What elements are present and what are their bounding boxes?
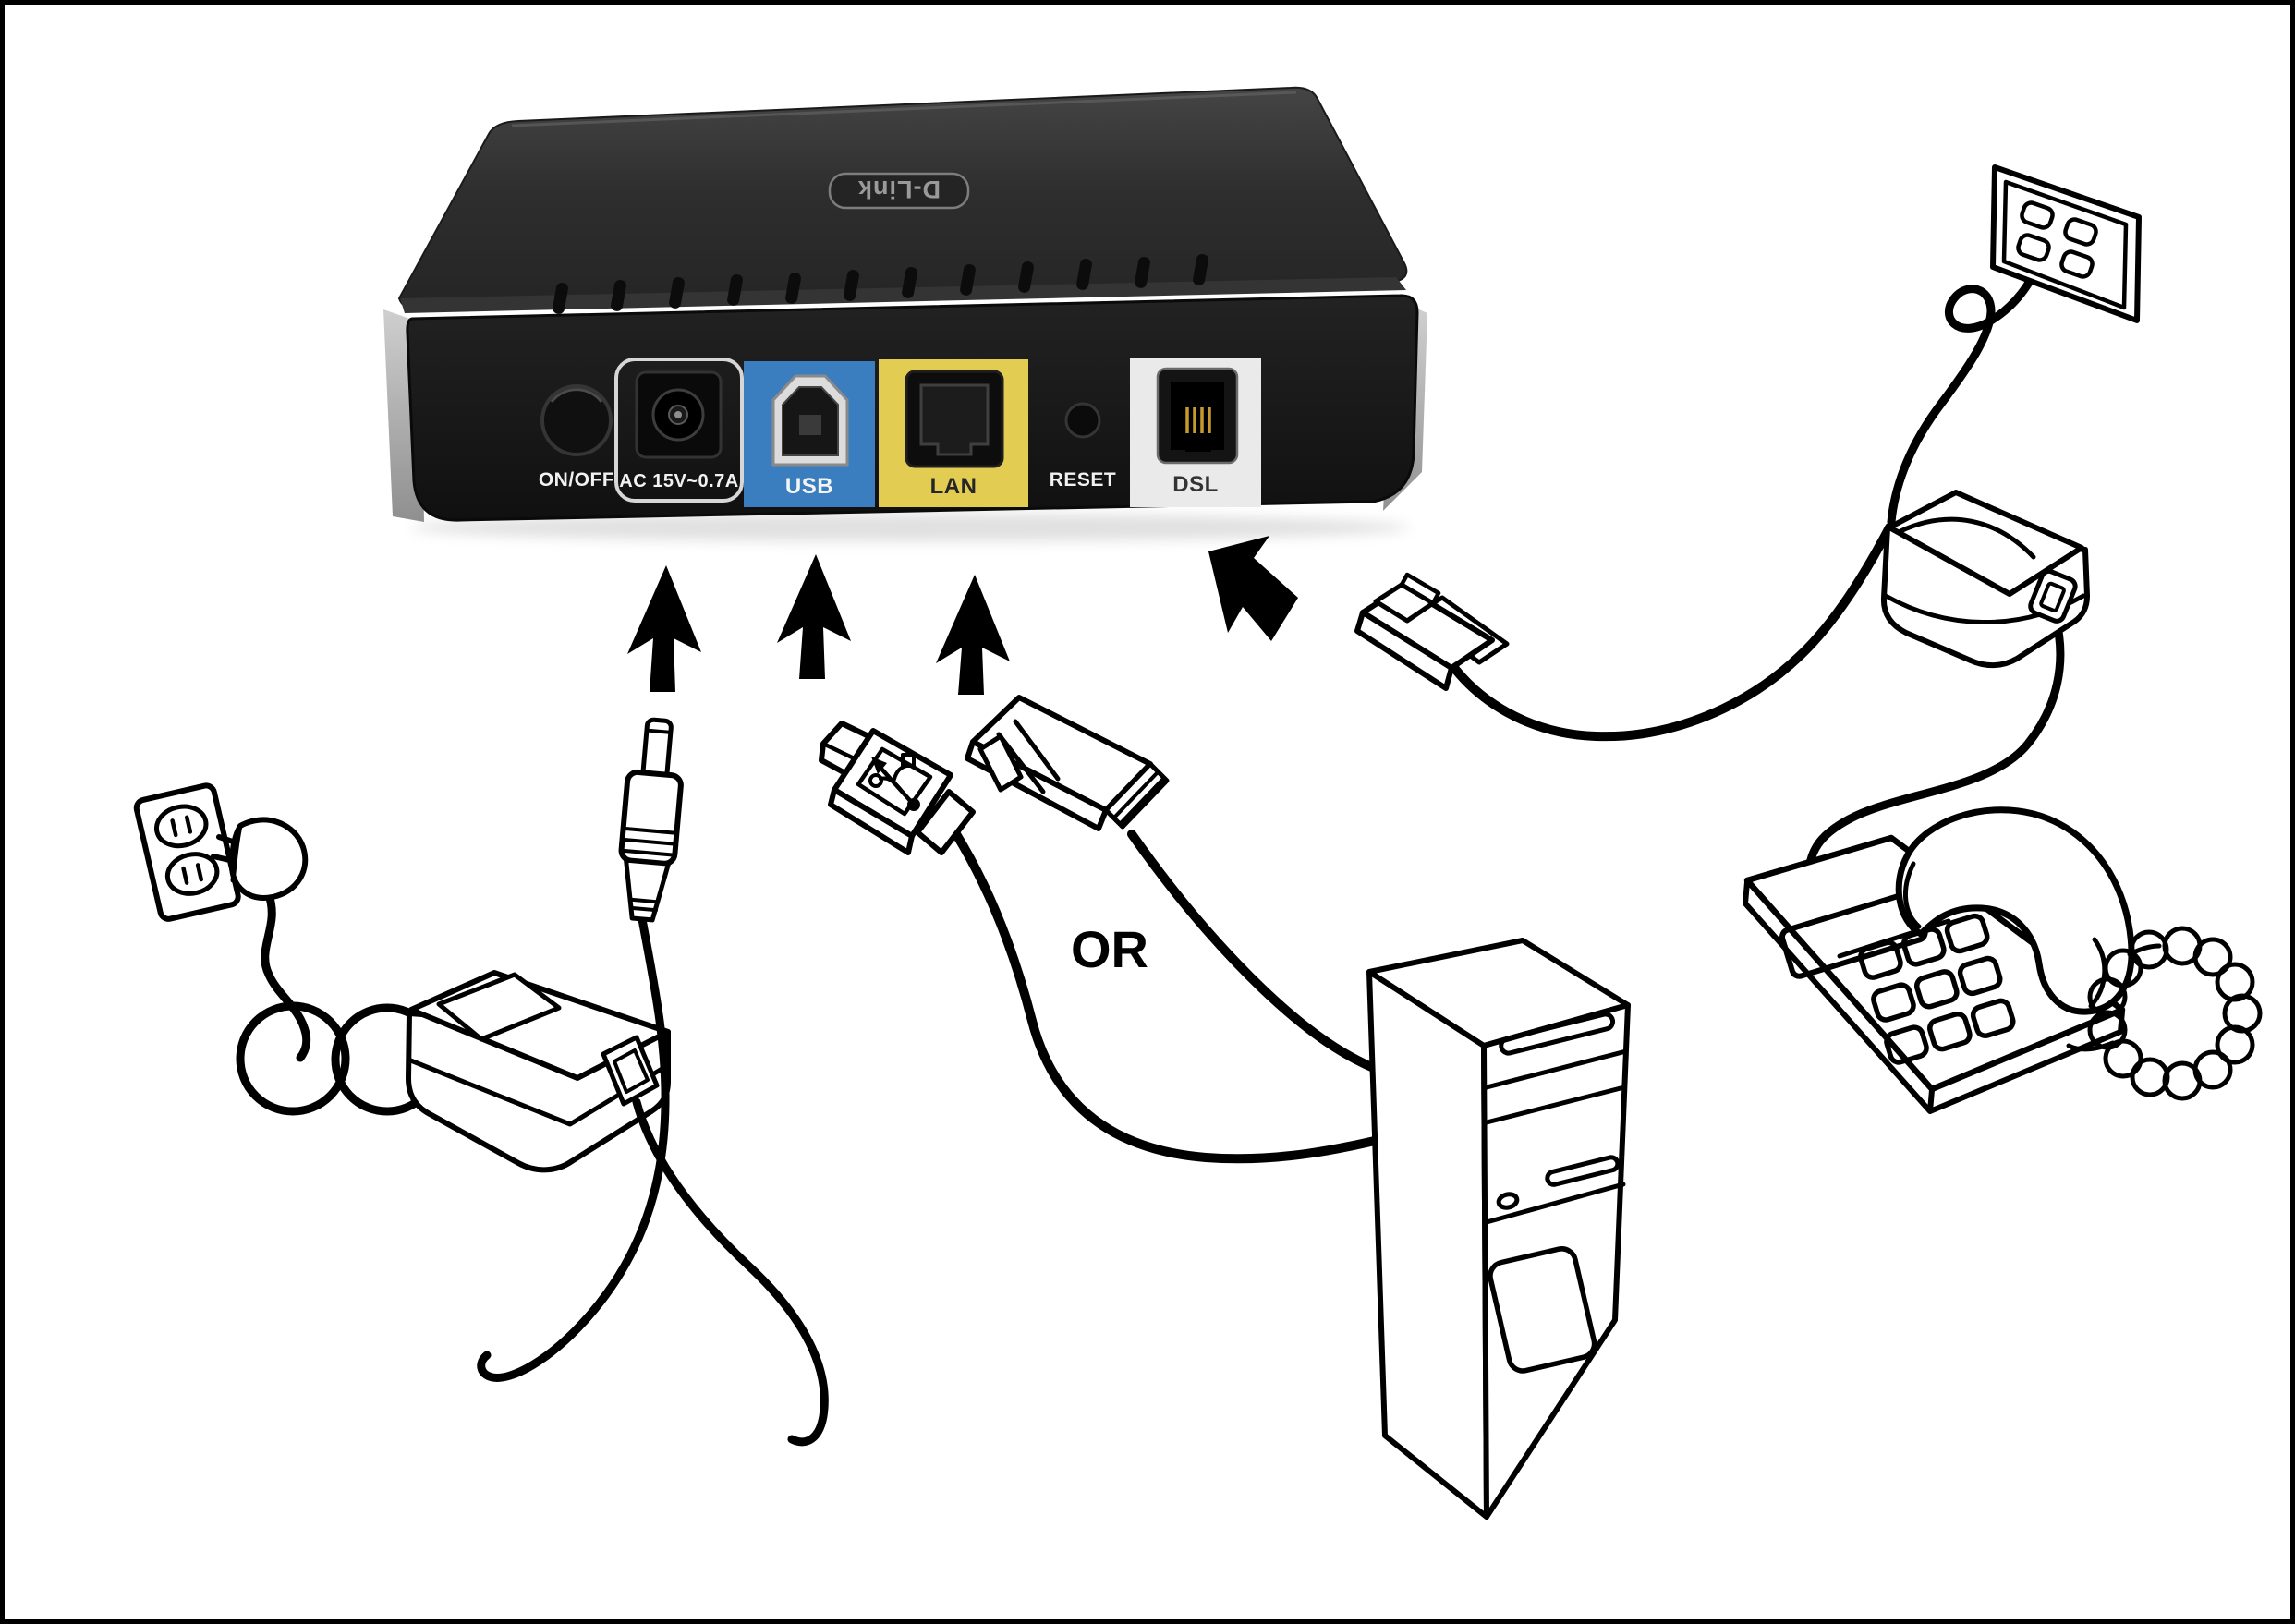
reset-label: RESET — [1050, 469, 1117, 491]
tower-slot-2 — [1545, 1155, 1621, 1187]
power-supply-illustration — [133, 717, 829, 1447]
router-power-button: ON/OFF — [539, 384, 614, 491]
dlink-logo: D-Link — [828, 172, 970, 210]
phone-wall-outlet-icon — [1990, 164, 2142, 323]
lan-port-label: LAN — [930, 474, 978, 499]
dsl-arrow-icon — [1208, 536, 1298, 641]
router-power-jack: AC 15V~0.7A — [614, 358, 744, 503]
dc-connector-cable — [477, 915, 670, 1382]
ethernet-cable — [1127, 830, 1395, 1079]
ethernet-connector-icon — [965, 695, 1170, 831]
connection-arrows — [627, 536, 1298, 695]
phone-line-illustration — [1354, 164, 2142, 868]
splitter-phone-port — [2028, 568, 2078, 624]
dc-power-connector-icon — [618, 717, 684, 923]
power-plug-cable — [261, 891, 311, 1062]
up-arrow-usb-icon — [777, 554, 851, 679]
diagram-canvas: D-Link ON/OFF AC 15V~0.7A USB — [133, 86, 2263, 1520]
ethernet-connection-illustration — [965, 695, 1395, 1079]
splitter-phone-cable — [1805, 613, 2065, 868]
adapter-output-port — [601, 1035, 660, 1107]
router-lid-highlight — [511, 91, 1297, 127]
phone-wall-cable — [1887, 251, 2047, 527]
power-plug-icon — [211, 817, 309, 901]
power-jack-label: AC 15V~0.7A — [619, 471, 738, 491]
tower-front-panel — [1488, 1246, 1597, 1374]
dsl-port-label: DSL — [1172, 472, 1219, 497]
or-label: OR — [1071, 920, 1148, 978]
dlink-logo-text: D-Link — [857, 176, 941, 203]
tower-drive-slot — [1499, 1012, 1616, 1056]
power-switch-label: ON/OFF — [539, 469, 614, 491]
usb-cable — [952, 830, 1395, 1164]
router-dsl-port: DSL — [1130, 358, 1261, 507]
router-usb-port: USB — [744, 361, 875, 507]
up-arrow-power-icon — [627, 565, 701, 692]
cable-loop-1 — [236, 1001, 350, 1116]
power-adapter-icon — [406, 970, 671, 1173]
router-shadow — [411, 514, 1409, 541]
handset-icon — [1895, 806, 2135, 1015]
tower-power-button — [1496, 1192, 1520, 1210]
ethernet-latch — [978, 733, 1024, 793]
adapter-label-plate — [436, 972, 562, 1042]
router-device: D-Link ON/OFF AC 15V~0.7A USB — [383, 86, 1427, 541]
telephone-icon — [1742, 806, 2263, 1114]
usb-connection-illustration — [819, 721, 1395, 1164]
usb-trident-icon — [868, 753, 920, 811]
phone-jack-holes — [2016, 200, 2098, 279]
rj11-cable — [1447, 523, 1894, 742]
rj11-connector-icon — [1354, 572, 1510, 691]
up-arrow-lan-icon — [936, 575, 1010, 695]
dsl-splitter-icon — [1880, 490, 2090, 668]
usb-connector-icon — [819, 721, 976, 855]
router-lan-port: LAN — [879, 359, 1028, 507]
usb-port-label: USB — [785, 474, 833, 499]
adapter-output-cable — [632, 1097, 829, 1447]
vent-slots — [552, 253, 1208, 314]
power-outlet-icon — [133, 782, 241, 922]
coiled-cord-icon — [2066, 926, 2263, 1101]
router-reset-button: RESET — [1050, 402, 1117, 491]
computer-tower-icon — [1366, 938, 1631, 1520]
